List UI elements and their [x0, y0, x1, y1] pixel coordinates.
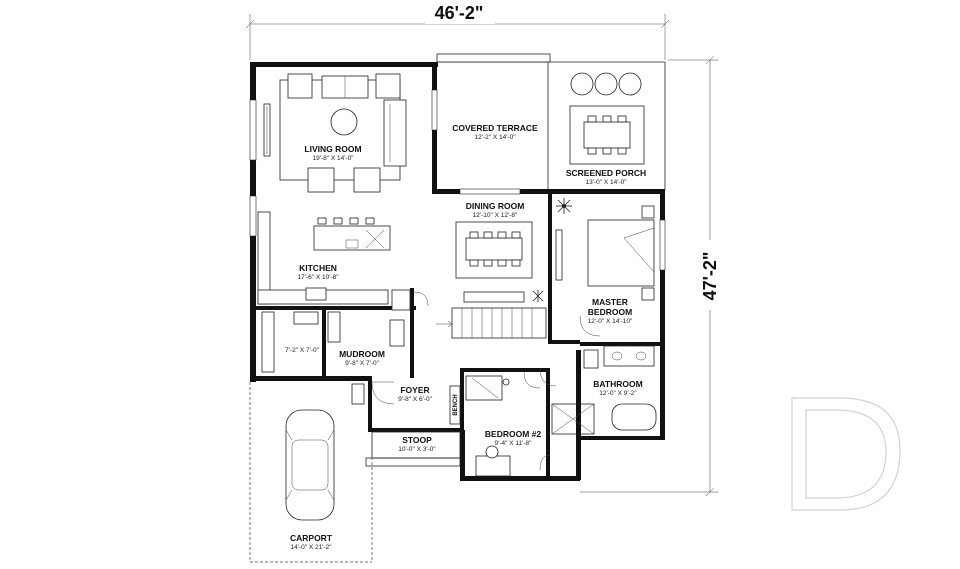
- master-bedroom-size: 12'-0" X 14'-10": [588, 318, 633, 325]
- living-room-label: LIVING ROOM: [304, 144, 361, 154]
- staircase: [436, 307, 547, 339]
- dining-room-size: 12'-10" X 12'-8": [473, 212, 518, 219]
- bedroom-2-size: 9'-4" X 11'-8": [495, 440, 533, 447]
- bathroom: BATHROOM 12'-0" X 9'-2": [539, 345, 657, 435]
- carport: CARPORT 14'-0" X 21'-2": [249, 382, 373, 563]
- watermark-logo-icon: [791, 397, 901, 511]
- bathroom-label: BATHROOM: [593, 379, 642, 389]
- screened-porch: SCREENED PORCH 13'-0" X 14'-0": [566, 72, 646, 186]
- kitchen: KITCHEN 17'-6" X 10'-8": [257, 211, 391, 305]
- car-icon: [285, 409, 335, 521]
- bathroom-size: 12'-0" X 9'-2": [599, 390, 637, 397]
- bedroom-2: BEDROOM #2 9'-4" X 11'-8": [465, 371, 551, 477]
- screened-porch-size: 13'-0" X 14'-0": [585, 179, 627, 186]
- depth-label: 47'-2": [700, 252, 720, 301]
- living-room-size: 19'-8" X 14'-0": [312, 155, 354, 162]
- width-dimension: 46'-2": [245, 3, 670, 60]
- living-room-furniture: LIVING ROOM 19'-8" X 14'-0": [279, 73, 407, 193]
- dining-room-label: DINING ROOM: [466, 201, 525, 211]
- kitchen-label: KITCHEN: [299, 263, 337, 273]
- carport-label: CARPORT: [290, 533, 333, 543]
- plant-icon: [532, 290, 544, 302]
- covered-terrace-size: 12'-2" X 14'-0": [474, 134, 516, 141]
- master-bedroom-label-1: MASTER: [592, 297, 628, 307]
- stoop-size: 10'-0" X 3'-0": [398, 446, 436, 453]
- stoop: STOOP 10'-0" X 3'-0": [365, 431, 461, 467]
- foyer-size: 9'-8" X 6'-0": [398, 396, 433, 403]
- dining-room: DINING ROOM 12'-10" X 12'-8": [455, 198, 572, 303]
- covered-terrace: COVERED TERRACE 12'-2" X 14'-0": [452, 123, 538, 141]
- laundry-size: 7'-2" X 7'-0": [285, 347, 320, 354]
- mudroom-size: 9'-8" X 7'-0": [345, 360, 380, 367]
- bench-label: BENCH: [453, 394, 459, 415]
- width-label: 46'-2": [435, 3, 484, 23]
- kitchen-size: 17'-6" X 10'-8": [297, 274, 339, 281]
- laundry-mudroom: 7'-2" X 7'-0" MUDROOM 9'-8" X 7'-0": [261, 289, 429, 373]
- bedroom-2-label: BEDROOM #2: [485, 429, 541, 439]
- stoop-label: STOOP: [402, 435, 432, 445]
- compass-plant-icon: [556, 198, 572, 214]
- foyer-label: FOYER: [400, 385, 429, 395]
- depth-dimension: 47'-2": [580, 55, 722, 497]
- foyer: FOYER 9'-8" X 6'-0" BENCH: [351, 381, 461, 425]
- carport-size: 14'-0" X 21'-2": [290, 544, 332, 551]
- windows: [249, 89, 666, 281]
- covered-terrace-label: COVERED TERRACE: [452, 123, 538, 133]
- master-bedroom: MASTER BEDROOM 12'-0" X 14'-10": [579, 205, 655, 337]
- mudroom-label: MUDROOM: [339, 349, 385, 359]
- master-bedroom-label-2: BEDROOM: [588, 307, 632, 317]
- screened-porch-label: SCREENED PORCH: [566, 168, 646, 178]
